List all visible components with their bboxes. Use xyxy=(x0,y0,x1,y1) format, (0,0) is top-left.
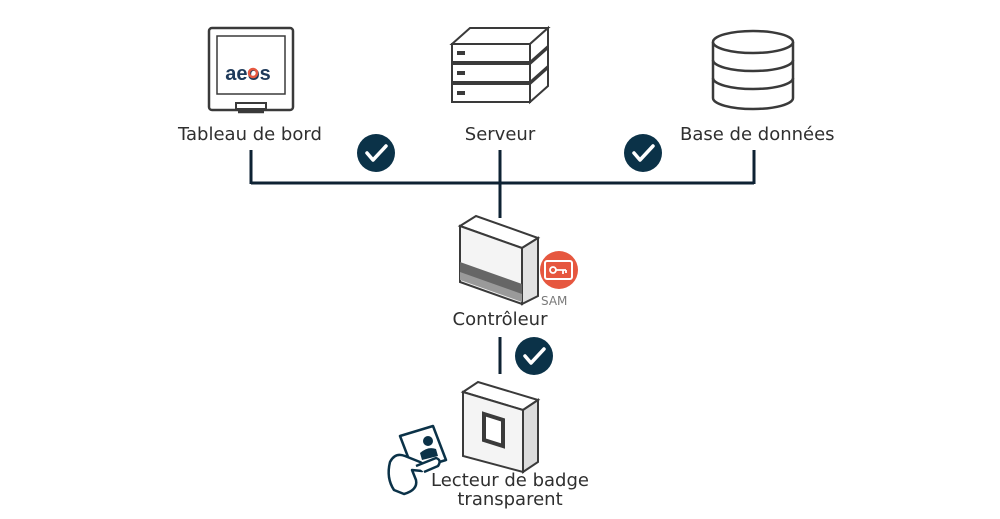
checkmark-icon xyxy=(624,134,662,172)
server-rack-icon xyxy=(449,25,551,105)
checkmark-icon xyxy=(357,134,395,172)
database-label: Base de données xyxy=(680,124,835,145)
reader-label-line2: transparent xyxy=(457,489,563,510)
sam-key-card-icon xyxy=(540,251,578,289)
hand-badge-icon xyxy=(387,424,448,496)
monitor-icon: aeos xyxy=(207,26,295,114)
controller-label: Contrôleur xyxy=(452,309,548,330)
card-reader-icon xyxy=(460,380,541,474)
sam-label: SAM xyxy=(541,294,568,308)
connection-lines xyxy=(249,150,756,374)
controller-icon xyxy=(457,214,541,306)
checkmark-icon xyxy=(515,337,553,375)
server-label: Serveur xyxy=(464,124,536,145)
aeos-logo-accent xyxy=(247,67,259,79)
database-icon xyxy=(711,29,795,111)
dashboard-label: Tableau de bord xyxy=(178,124,322,145)
reader-label-line1: Lecteur de badge xyxy=(431,470,589,491)
